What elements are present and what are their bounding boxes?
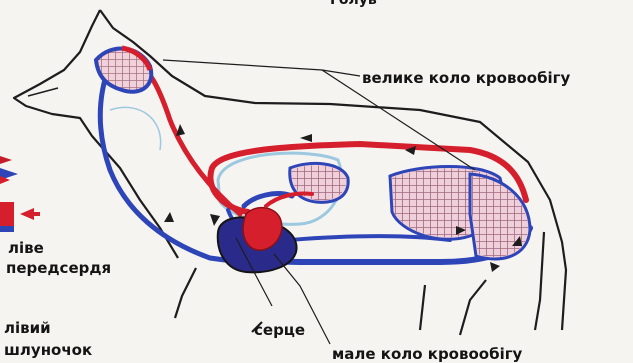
- heart-label: серце: [254, 322, 305, 338]
- systemic-circulation-label: велике коло кровообігу: [362, 70, 570, 86]
- body-capillaries: [290, 163, 530, 259]
- left-ventricle-label-line2: шлуночок: [4, 342, 92, 358]
- top-cut-label: Голув: [330, 0, 377, 8]
- left-atrium-label-line2: передсердя: [6, 260, 111, 276]
- left-ventricle-label-line1: лівий: [4, 320, 51, 336]
- legend-swatches: [0, 156, 40, 232]
- pulmonary-circulation-label: мале коло кровообігу: [332, 346, 522, 362]
- left-atrium-label-line1: ліве: [8, 240, 44, 256]
